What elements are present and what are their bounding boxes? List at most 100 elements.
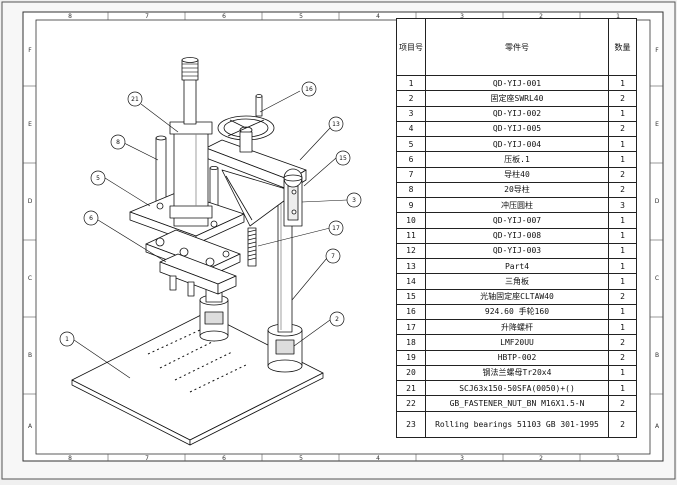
bom-qty: 1 [608,273,637,290]
zone-bottom-label: 3 [460,455,464,462]
bom-item-no: 12 [396,242,426,260]
bom-part-no: SCJ63x150-50SFA(0050)+() [425,379,609,397]
callout-balloons [59,81,362,347]
callout-label: 8 [116,139,120,146]
bom-item-no: 9 [396,196,426,214]
zone-top-label: 6 [222,13,226,20]
bom-item-no: 13 [396,257,426,275]
base-plate [71,312,324,446]
bom-part-no: 光轴固定座CLTAW40 [425,288,609,305]
bom-qty: 1 [608,257,637,275]
slide-arm [205,139,307,227]
bom-part-no: QD-YIJ-002 [425,105,609,122]
bom-qty: 1 [608,379,637,397]
bom-qty: 2 [608,120,637,138]
bom-qty: 2 [608,288,637,305]
callout-label: 3 [352,197,356,204]
bom-part-no: Part4 [425,257,609,275]
bom-part-no: Rolling bearings 51103 GB 301-1995 [425,410,609,438]
bom-item-no: 14 [396,273,426,290]
bom-qty: 1 [608,303,637,321]
bom-qty: 1 [608,151,637,168]
bom-part-no: QD-YIJ-008 [425,227,609,244]
bom-part-no: GB_FASTENER_NUT_BN M16X1.5-N [425,395,609,412]
handwheel [217,94,275,153]
bom-part-no: QD-YIJ-003 [425,242,609,260]
callout-label: 5 [96,175,100,182]
bom-item-no: 11 [396,227,426,244]
bom-item-no: 6 [396,151,426,168]
zone-bottom-label: 2 [539,455,543,462]
zone-bottom-label: 6 [222,455,226,462]
bom-qty: 1 [608,74,637,92]
zone-right-label: B [655,352,659,359]
bom-qty: 1 [608,242,637,260]
zone-bottom-label: 4 [376,455,380,462]
bom-item-no: 20 [396,364,426,382]
bom-item-no: 22 [396,395,426,412]
bom-qty: 1 [608,364,637,382]
zone-bottom-label: 8 [68,455,72,462]
bom-qty: 3 [608,196,637,214]
lift-screw [247,227,257,267]
bom-item-no: 2 [396,90,426,107]
bom-item-no: 18 [396,334,426,351]
press-machine-drawing [71,57,324,446]
bom-part-no: 固定座SWRL40 [425,90,609,107]
callout-label: 13 [332,121,340,128]
zone-top-label: 3 [460,13,464,20]
bom-part-no: 冲压圆柱 [425,196,609,214]
callout-label: 7 [331,253,335,260]
bom-qty: 2 [608,181,637,199]
zone-top-label: 8 [68,13,72,20]
zone-ticks [23,12,663,461]
callout-label: 16 [305,86,313,93]
bom-qty: 1 [608,227,637,244]
bom-header-row: 项目号 零件号 数量 [396,18,637,76]
bom-item-no: 7 [396,166,426,183]
bom-part-no: 924.60 手轮160 [425,303,609,321]
bom-part-no: 钢法兰螺母Tr20x4 [425,364,609,382]
zone-right-label: F [655,47,659,54]
zone-labels-bottom: 8 7 6 5 4 3 2 1 [68,455,620,462]
bom-qty: 2 [608,349,637,366]
callout-label: 17 [332,225,340,232]
bom-part-no: QD-YIJ-001 [425,74,609,92]
bom-item-no: 3 [396,105,426,122]
item-no-header: 项目号 [396,18,426,76]
bom-part-no: 导柱40 [425,166,609,183]
bom-part-no: 三角板 [425,273,609,290]
callout-leaders [73,90,348,379]
bom-item-no: 21 [396,379,426,397]
zone-right-label: C [655,275,659,282]
bom-item-no: 5 [396,135,426,153]
zone-left-label: A [28,423,33,430]
callout-labels: 21 16 13 8 15 5 3 6 17 7 2 1 [65,86,356,343]
bom-item-no: 19 [396,349,426,366]
bom-part-no: 升降螺杆 [425,318,609,336]
zone-right-label: A [655,423,660,430]
bom-qty: 1 [608,135,637,153]
bom-item-no: 16 [396,303,426,321]
zone-top-label: 4 [376,13,380,20]
zone-labels-left: F E D C B A [28,47,33,430]
drawing-frame [35,19,651,455]
zone-left-label: B [28,352,32,359]
callout-label: 6 [89,215,93,222]
